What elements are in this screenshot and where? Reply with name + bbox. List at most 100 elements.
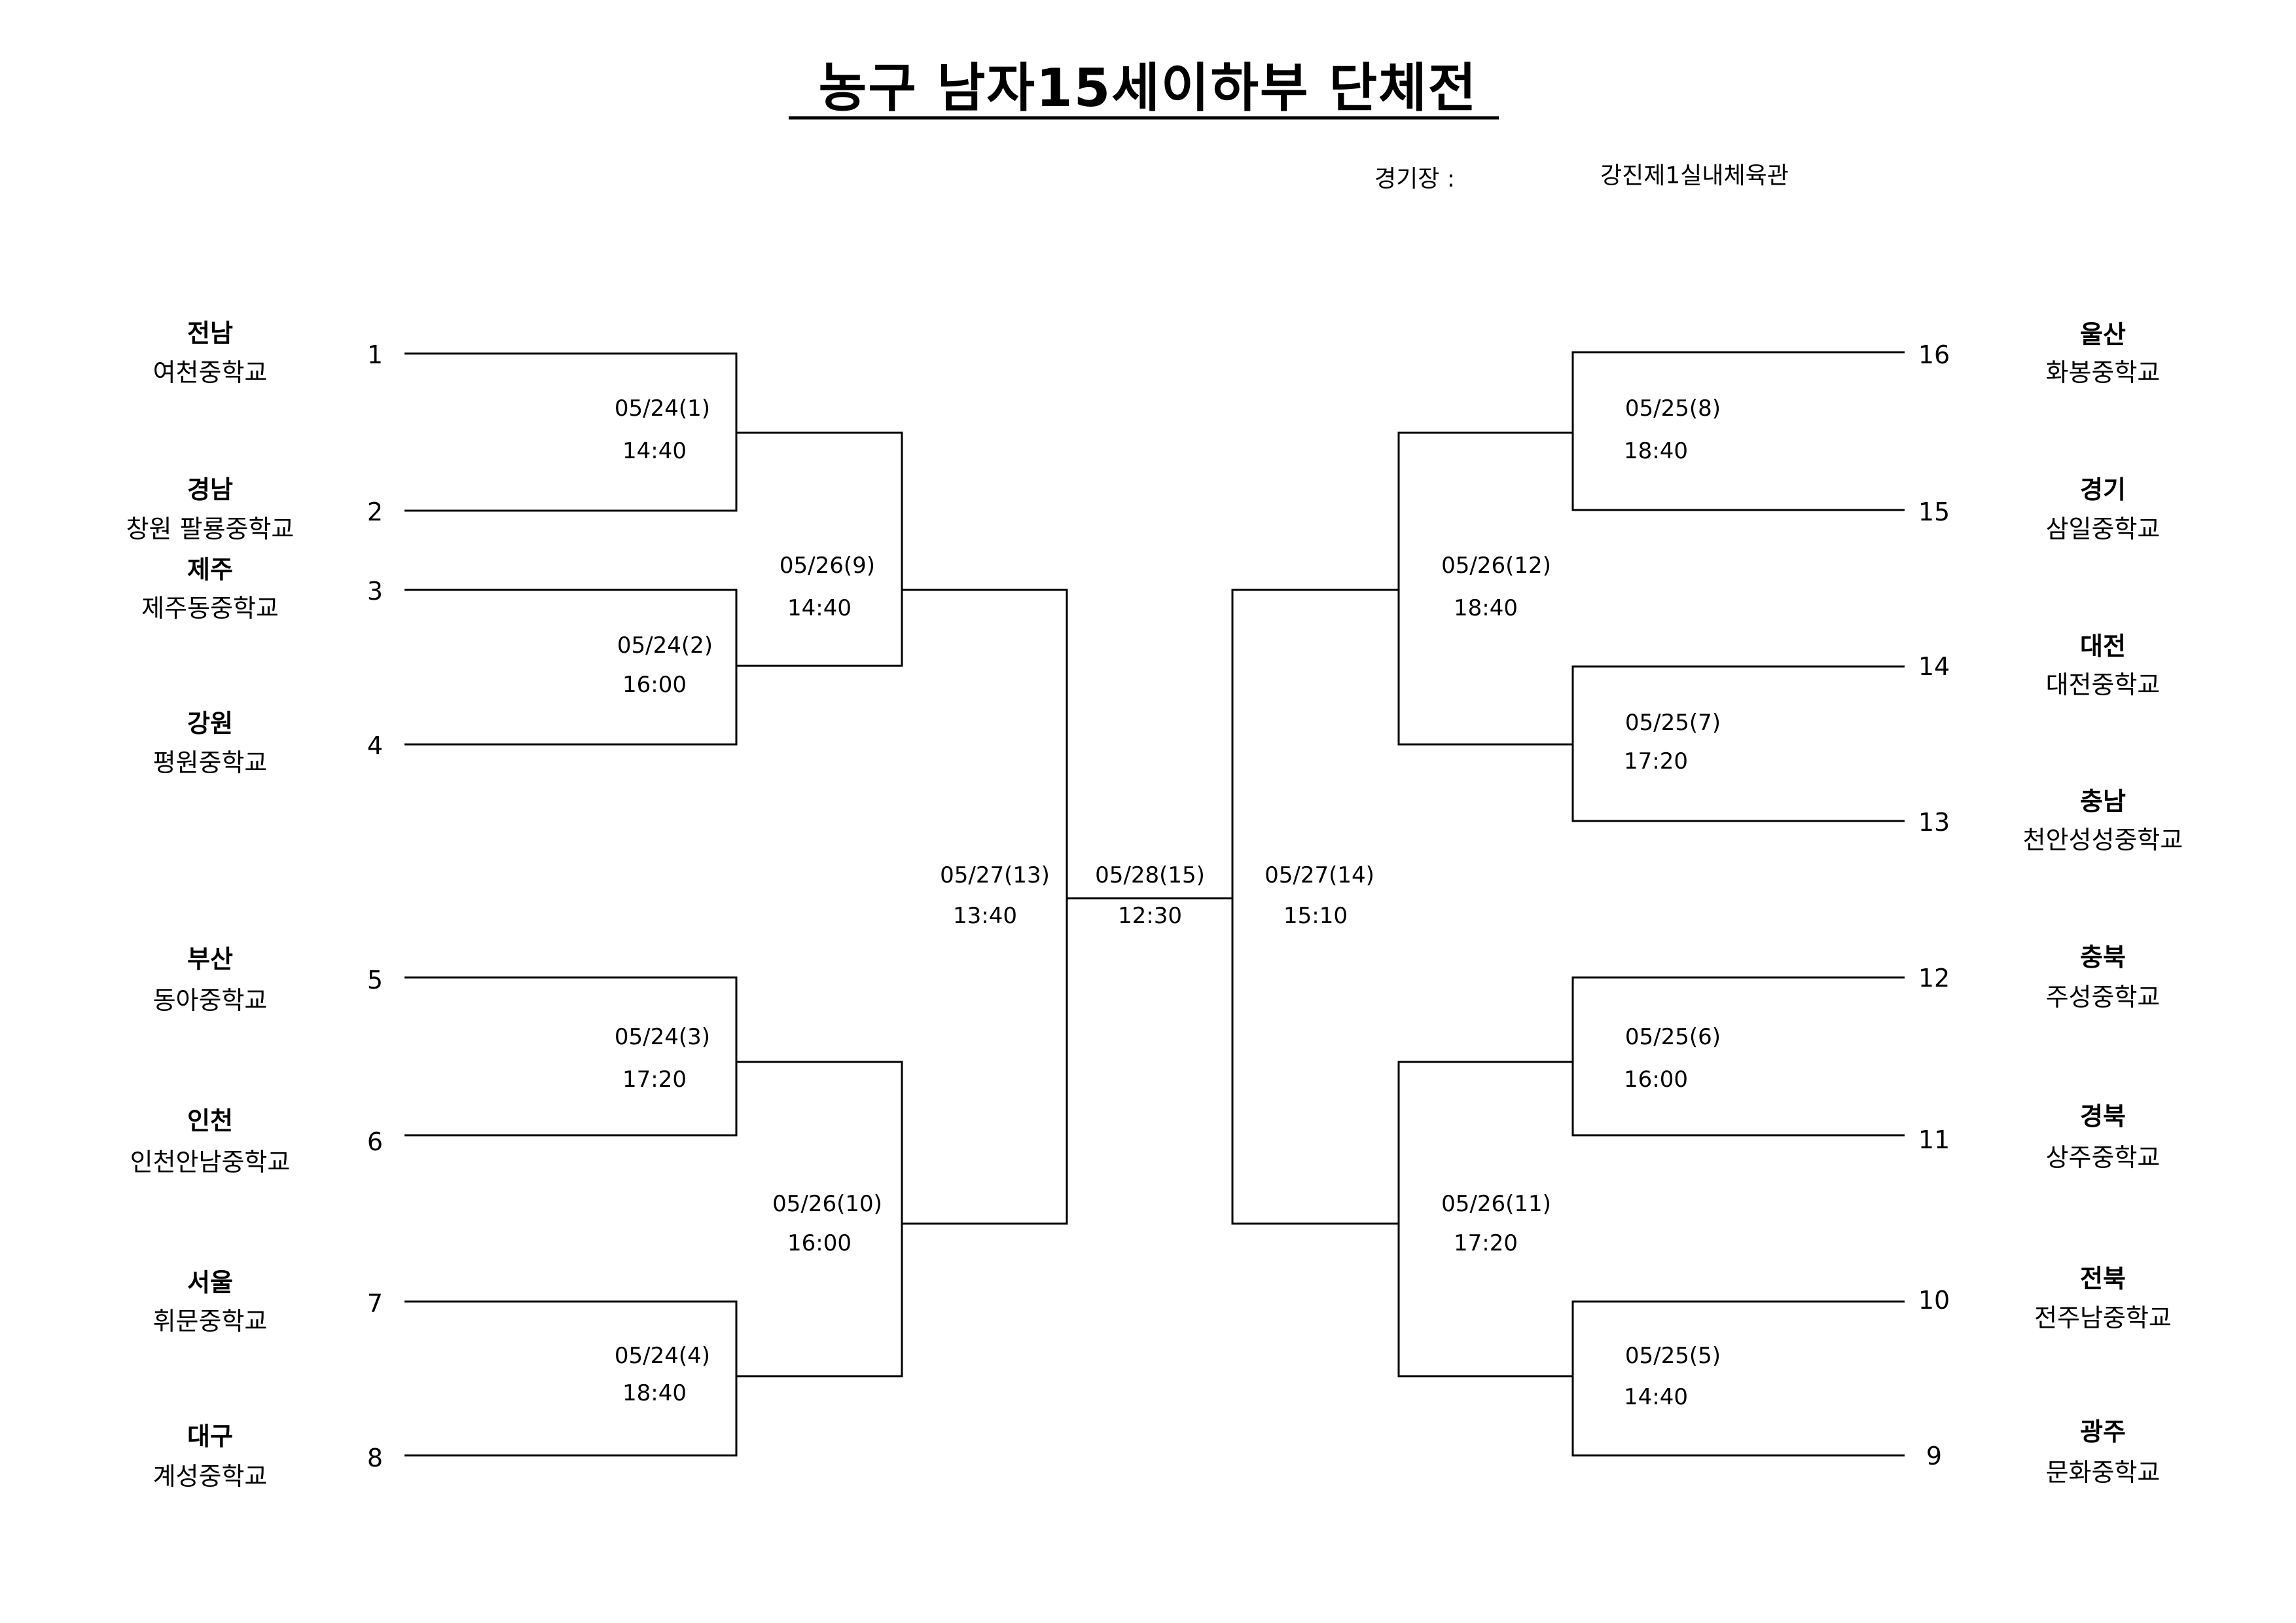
- team-school: 창원 팔룡중학교: [126, 515, 295, 543]
- match-labels: 05/24(1) 14:40 05/24(2) 16:00 05/24(3) 1…: [615, 395, 1721, 1410]
- bracket-line-r1-right-c: [1571, 976, 1905, 1137]
- bracket-line-r3-right: [1231, 589, 1399, 1225]
- team-school: 대전중학교: [2046, 670, 2161, 699]
- bracket-line-r2-right-top: [1397, 431, 1573, 746]
- right-teams: 16 울산 화봉중학교 15 경기 삼일중학교 14 대전 대전중학교 13 충…: [1918, 320, 2183, 1487]
- team-region: 부산: [187, 945, 233, 974]
- match-date: 05/26(11): [1441, 1191, 1551, 1217]
- team-seed: 4: [367, 731, 383, 760]
- team-seed: 11: [1918, 1125, 1950, 1154]
- team-region: 제주: [187, 555, 233, 584]
- bracket-line-r1-right-b: [1571, 665, 1905, 822]
- team-school: 화봉중학교: [2046, 358, 2161, 387]
- match-date: 05/25(5): [1625, 1343, 1721, 1369]
- team-region: 충북: [2080, 943, 2126, 972]
- bracket-line-r1-left-a: [404, 352, 738, 512]
- match-time: 14:40: [622, 438, 687, 464]
- bracket-line-r1-left-c: [404, 976, 738, 1137]
- bracket-line-r1-right-d: [1571, 1300, 1905, 1457]
- match-time: 14:40: [787, 595, 852, 621]
- team-seed: 13: [1918, 808, 1950, 837]
- team-region: 대구: [187, 1422, 233, 1451]
- match-time: 17:20: [622, 1067, 687, 1093]
- match-time: 16:00: [787, 1230, 852, 1256]
- team-school: 동아중학교: [153, 986, 268, 1015]
- team-seed: 1: [367, 340, 383, 369]
- team-school: 여천중학교: [153, 358, 268, 387]
- team-school: 인천안남중학교: [130, 1148, 291, 1176]
- team-seed: 14: [1918, 652, 1950, 681]
- bracket-line-r1-left-b: [404, 589, 738, 746]
- team-school: 주성중학교: [2046, 983, 2161, 1012]
- bracket-line-r3-left: [902, 589, 1068, 1225]
- bracket-line-r1-right-a: [1571, 351, 1905, 511]
- match-date: 05/26(12): [1441, 553, 1551, 579]
- team-school: 전주남중학교: [2034, 1304, 2172, 1332]
- team-region: 경기: [2080, 475, 2126, 504]
- match-date: 05/24(3): [615, 1024, 710, 1050]
- team-seed: 8: [367, 1444, 383, 1472]
- team-school: 휘문중학교: [153, 1307, 268, 1336]
- match-date: 05/24(4): [615, 1343, 710, 1369]
- match-date: 05/25(6): [1625, 1024, 1721, 1050]
- bracket-line-r2-left-top: [736, 431, 903, 667]
- match-date: 05/27(14): [1265, 862, 1374, 888]
- team-region: 전남: [187, 319, 233, 348]
- team-seed: 9: [1926, 1442, 1942, 1470]
- team-region: 서울: [187, 1268, 233, 1297]
- team-region: 강원: [187, 709, 233, 738]
- match-time: 13:40: [953, 903, 1017, 929]
- team-seed: 5: [367, 966, 383, 994]
- match-date: 05/26(10): [772, 1191, 882, 1217]
- team-region: 경남: [187, 475, 233, 504]
- match-date: 05/27(13): [940, 862, 1050, 888]
- match-date: 05/24(2): [617, 632, 713, 659]
- bracket-line-r1-left-d: [404, 1300, 738, 1457]
- match-time: 17:20: [1624, 748, 1688, 775]
- match-time: 18:40: [622, 1380, 687, 1406]
- team-seed: 10: [1918, 1286, 1950, 1315]
- team-seed: 7: [367, 1289, 383, 1318]
- match-date: 05/28(15): [1095, 862, 1205, 888]
- match-date: 05/26(9): [780, 553, 875, 579]
- match-time: 17:20: [1454, 1230, 1518, 1256]
- bracket-line-r2-left-bottom: [736, 1061, 903, 1377]
- match-time: 16:00: [622, 672, 687, 698]
- left-teams: 전남 여천중학교 1 경남 창원 팔룡중학교 2 제주 제주동중학교 3 강원 …: [126, 319, 384, 1491]
- match-time: 18:40: [1454, 595, 1518, 621]
- team-school: 문화중학교: [2046, 1458, 2161, 1487]
- page-title: 농구 남자15세이하부 단체전: [819, 58, 1478, 119]
- team-region: 인천: [187, 1106, 233, 1135]
- team-region: 전북: [2080, 1264, 2126, 1293]
- team-school: 삼일중학교: [2046, 515, 2161, 543]
- venue-name: 강진제1실내체육관: [1600, 162, 1789, 189]
- match-time: 12:30: [1118, 903, 1182, 929]
- match-time: 15:10: [1283, 903, 1348, 929]
- bracket-line-r2-right-bottom: [1397, 1061, 1573, 1377]
- team-seed: 15: [1918, 498, 1950, 526]
- team-seed: 12: [1918, 964, 1950, 993]
- match-date: 05/24(1): [615, 395, 710, 422]
- team-school: 계성중학교: [153, 1462, 268, 1491]
- team-school: 평원중학교: [153, 748, 268, 777]
- team-region: 광주: [2080, 1417, 2126, 1446]
- team-region: 충남: [2080, 787, 2126, 816]
- team-school: 천안성성중학교: [2023, 826, 2183, 854]
- match-date: 05/25(7): [1625, 710, 1721, 736]
- match-date: 05/25(8): [1625, 395, 1721, 422]
- team-seed: 16: [1918, 340, 1950, 369]
- venue-label: 경기장 :: [1374, 166, 1455, 192]
- bracket-lines: [404, 351, 1905, 1457]
- team-seed: 6: [367, 1127, 383, 1156]
- team-region: 대전: [2080, 632, 2126, 661]
- team-seed: 3: [367, 577, 383, 606]
- team-school: 상주중학교: [2046, 1143, 2161, 1172]
- match-time: 14:40: [1624, 1384, 1688, 1410]
- match-time: 18:40: [1624, 438, 1688, 464]
- team-region: 경북: [2080, 1102, 2126, 1131]
- team-region: 울산: [2080, 320, 2126, 349]
- match-time: 16:00: [1624, 1067, 1688, 1093]
- team-seed: 2: [367, 498, 383, 526]
- team-school: 제주동중학교: [141, 594, 279, 623]
